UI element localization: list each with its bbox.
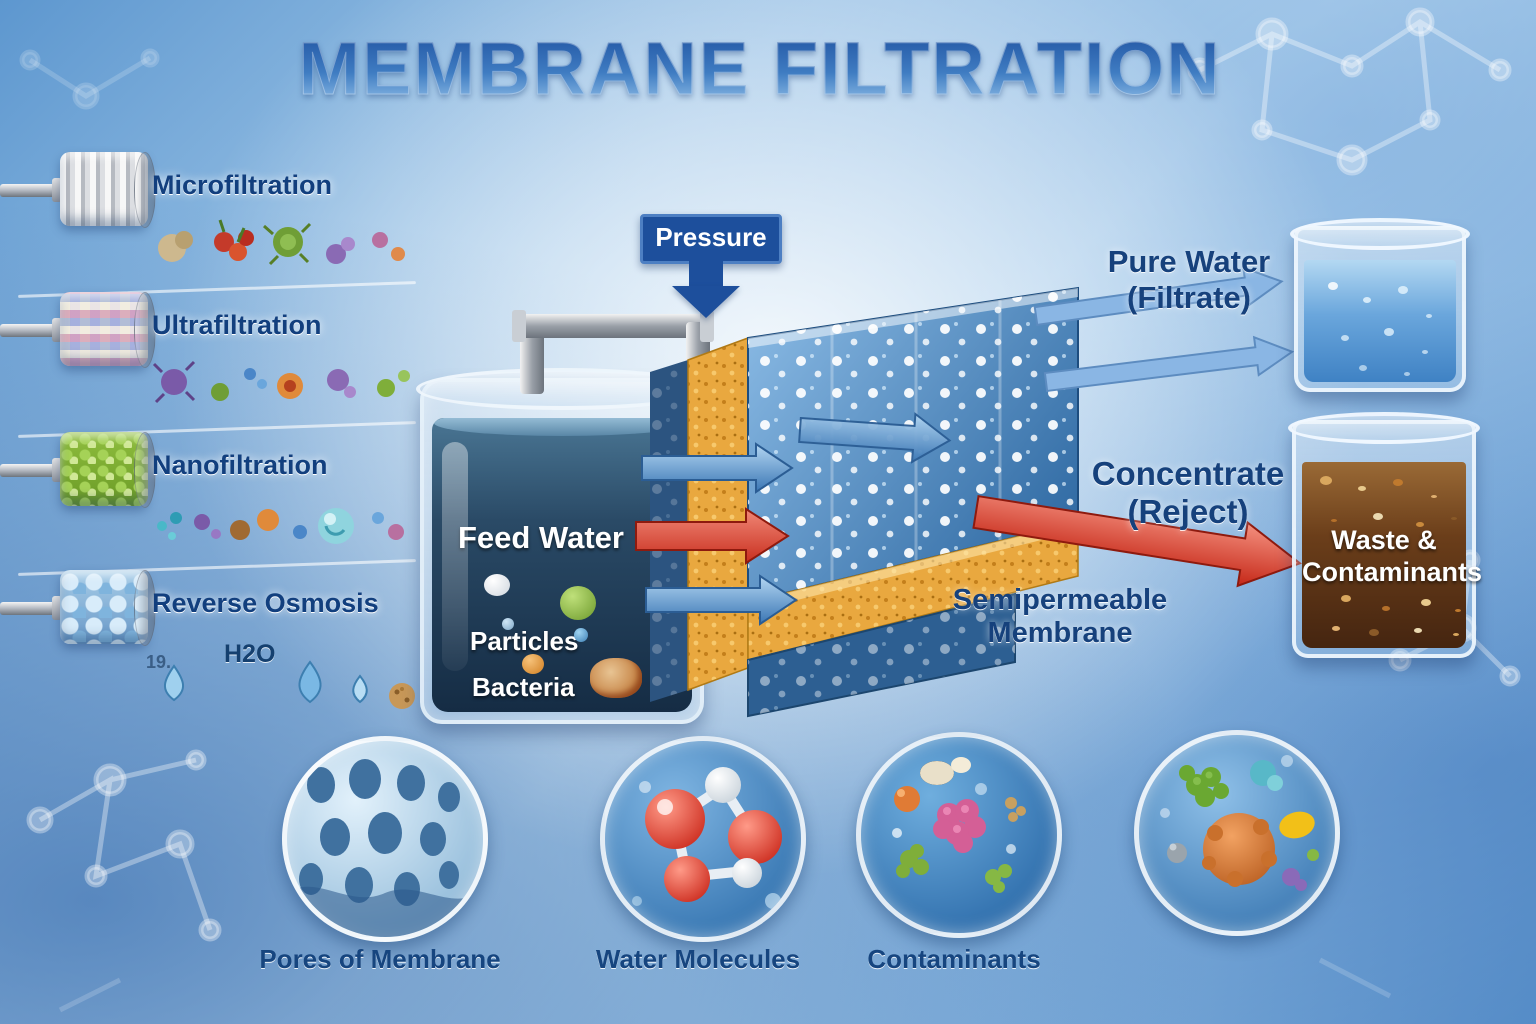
waste-line1: Waste & [1331, 525, 1437, 555]
feed-water-tank: Feed Water Particles Bacteria Salts [416, 368, 708, 724]
waste-liquid: Waste & Contaminants [1302, 462, 1483, 648]
semipermeable-membrane-label: Semipermeable Membrane [942, 584, 1178, 651]
page-title: MEMBRANE FILTRATION [120, 26, 1400, 111]
pure-water-line1: Pure Water [1107, 244, 1271, 279]
membrane-line1: Semipermeable [952, 584, 1168, 616]
water-molecule-illustration [632, 767, 782, 909]
particle [574, 628, 588, 642]
pipe-flange [52, 178, 62, 202]
feed-water-label: Feed Water [458, 520, 624, 555]
particle [590, 658, 642, 698]
pressure-down-arrow-icon [689, 260, 723, 286]
h2o-annotation: H2O [224, 640, 276, 668]
ultrafiltration-particles [152, 360, 410, 404]
pipe-rod [0, 464, 58, 477]
nanofiltration-cartridge-icon [60, 432, 156, 508]
particles-label: Particles [470, 626, 579, 656]
contaminants-illustration-2 [1160, 755, 1319, 891]
salts-label: Salts [520, 710, 582, 712]
reverse-osmosis-index: 19. [146, 652, 172, 672]
reverse-osmosis-particles [164, 660, 415, 709]
waste-contaminants-label: Waste & Contaminants [1302, 524, 1483, 589]
contaminants-caption: Contaminants [867, 944, 1041, 974]
membrane-pores-illustration [287, 759, 483, 937]
ultrafiltration-label: Ultrafiltration [152, 310, 322, 340]
pipe-rod [0, 602, 58, 615]
water-molecules-inset [600, 736, 806, 942]
pipe-flange [52, 596, 62, 620]
microfiltration-cartridge-icon [60, 152, 156, 228]
pressure-label: Pressure [640, 214, 782, 264]
water-bubbles [1328, 282, 1338, 290]
nanofiltration-label: Nanofiltration [152, 450, 328, 480]
pipe-rod [0, 184, 58, 197]
contaminants-inset-2 [1134, 730, 1340, 936]
nanofiltration-particles [157, 508, 404, 544]
membrane-stack [650, 286, 1079, 718]
microfiltration-particles [158, 219, 405, 266]
contaminants-illustration [892, 757, 1026, 893]
waste-speckles [1320, 476, 1332, 485]
particle [484, 574, 510, 596]
pure-water-line2: (Filtrate) [1127, 279, 1251, 315]
membrane-line2: Membrane [987, 617, 1133, 650]
tank-rim [416, 368, 708, 410]
reject-beaker: Waste & Contaminants [1288, 412, 1483, 658]
ultrafiltration-cartridge-icon [60, 292, 156, 368]
reverse-osmosis-label: Reverse Osmosis [152, 588, 379, 618]
pure-water-liquid [1304, 260, 1456, 382]
pipe-flange [52, 318, 62, 342]
pressure-down-arrow-head [672, 286, 740, 318]
particle [560, 586, 596, 620]
pores-of-membrane-caption: Pores of Membrane [259, 944, 501, 974]
particle [522, 654, 544, 674]
particle [502, 618, 514, 630]
pores-of-membrane-inset [282, 736, 488, 942]
bacteria-label: Bacteria [472, 672, 575, 702]
concentrate-label: Concentrate (Reject) [1078, 455, 1298, 531]
concentrate-line1: Concentrate [1091, 455, 1285, 492]
pure-water-label: Pure Water (Filtrate) [1082, 244, 1296, 315]
pipe-rod [0, 324, 58, 337]
microfiltration-label: Microfiltration [152, 170, 332, 200]
waste-line2: Contaminants [1302, 557, 1483, 588]
reverse-osmosis-cartridge-icon [60, 570, 156, 646]
pipe-flange [52, 458, 62, 482]
feed-water-liquid: Feed Water Particles Bacteria Salts [432, 418, 692, 712]
contaminants-inset [856, 732, 1062, 938]
water-molecules-caption: Water Molecules [595, 944, 801, 974]
filtrate-beaker [1290, 218, 1470, 392]
concentrate-line2: (Reject) [1127, 492, 1249, 530]
membrane-porous-layer [747, 286, 1079, 604]
